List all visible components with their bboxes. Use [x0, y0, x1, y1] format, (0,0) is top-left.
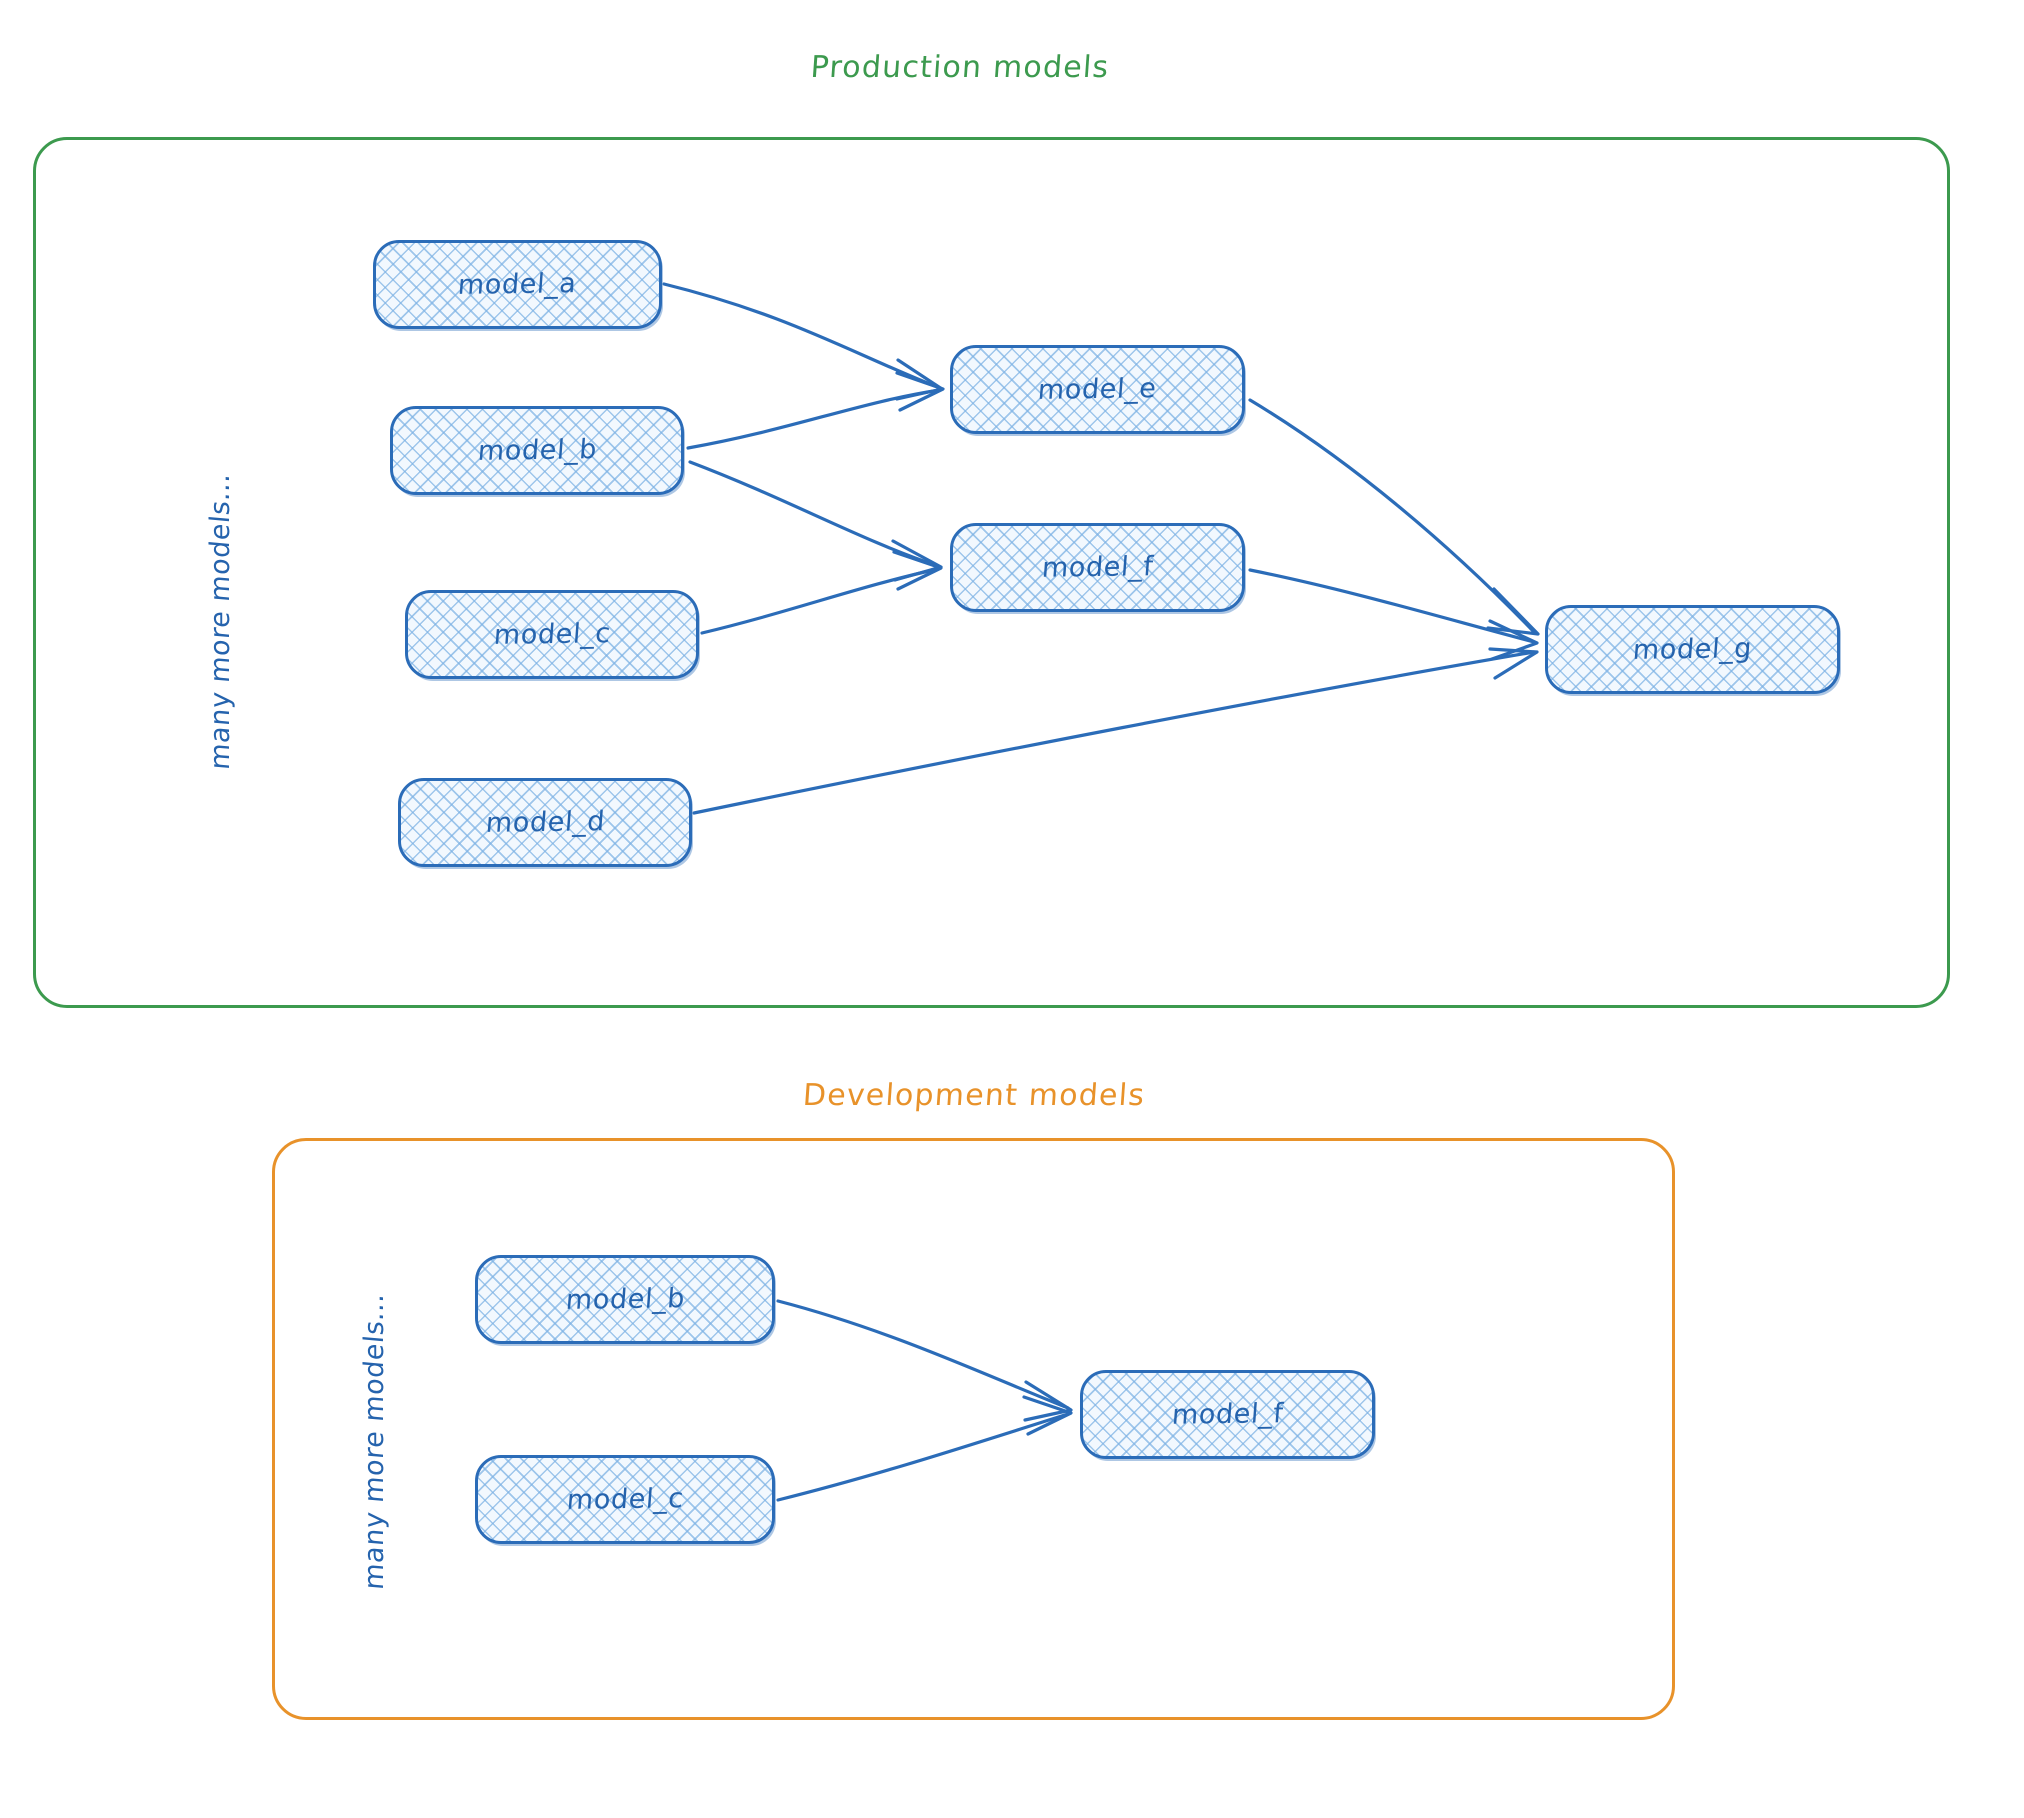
node-label: model_d: [484, 806, 606, 839]
node-label: model_f: [1170, 1398, 1285, 1431]
development-side-note: many more models...: [359, 1291, 390, 1591]
production-group-title: Production models: [809, 50, 1111, 85]
production-group-container: [33, 137, 1950, 1008]
node-dev-model-c[interactable]: model_c: [475, 1455, 775, 1544]
node-prod-model-b[interactable]: model_b: [390, 406, 684, 495]
node-label: model_b: [564, 1283, 686, 1316]
node-label: model_e: [1037, 373, 1158, 406]
node-prod-model-g[interactable]: model_g: [1545, 605, 1840, 694]
node-prod-model-c[interactable]: model_c: [405, 590, 699, 679]
node-label: model_c: [565, 1483, 685, 1516]
node-prod-model-f[interactable]: model_f: [950, 523, 1245, 612]
development-group-container: [272, 1138, 1675, 1720]
development-group-title: Development models: [801, 1078, 1147, 1113]
production-side-note: many more models...: [205, 471, 236, 771]
node-prod-model-e[interactable]: model_e: [950, 345, 1245, 434]
node-dev-model-b[interactable]: model_b: [475, 1255, 775, 1344]
node-label: model_a: [457, 268, 578, 301]
node-dev-model-f[interactable]: model_f: [1080, 1370, 1375, 1459]
node-prod-model-d[interactable]: model_d: [398, 778, 692, 867]
node-label: model_c: [492, 618, 612, 651]
node-label: model_f: [1040, 551, 1155, 584]
node-label: model_g: [1631, 633, 1754, 666]
node-label: model_b: [476, 434, 598, 467]
node-prod-model-a[interactable]: model_a: [373, 240, 662, 329]
